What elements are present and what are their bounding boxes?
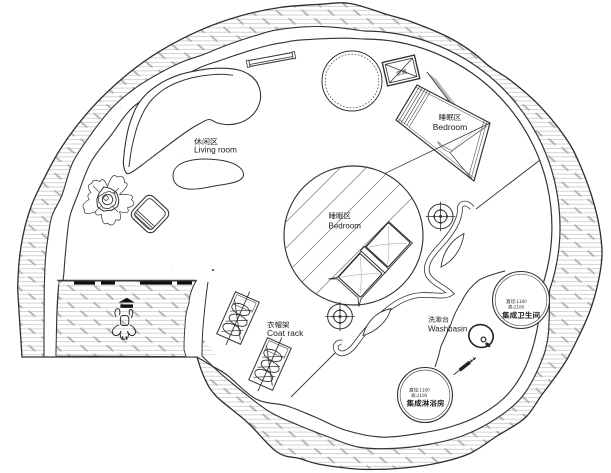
svg-text:Living room: Living room bbox=[194, 145, 237, 155]
svg-text:Bedroom: Bedroom bbox=[329, 222, 362, 231]
svg-text:Washbasin: Washbasin bbox=[428, 325, 467, 334]
svg-text:Coat rack: Coat rack bbox=[267, 328, 304, 338]
svg-text:Bedroom: Bedroom bbox=[433, 122, 468, 132]
